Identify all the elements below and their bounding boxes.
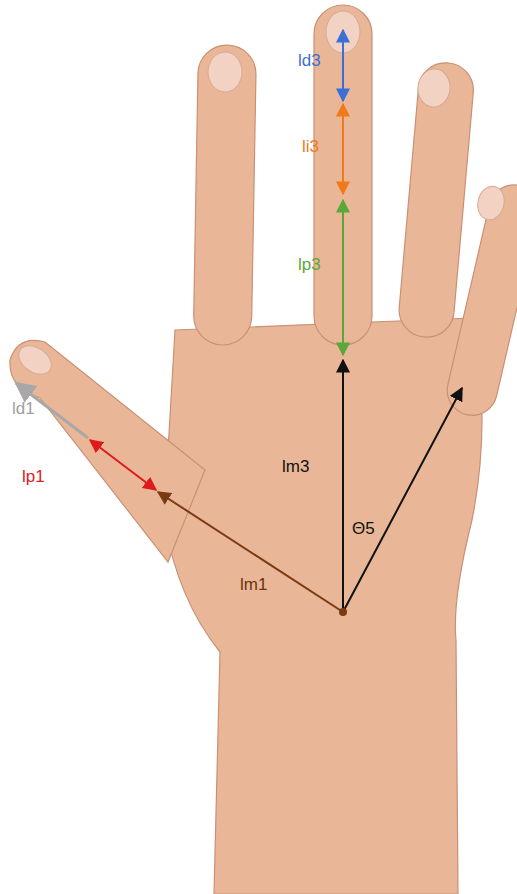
thumb-metacarpal-arrow — [158, 492, 343, 612]
dimension-label: ld3 — [298, 52, 321, 69]
dimension-label: lm3 — [282, 458, 309, 475]
index-finger — [193, 45, 256, 346]
fingernail — [13, 340, 56, 380]
dimension-label: lp3 — [298, 256, 321, 273]
origin-dot — [339, 608, 347, 616]
wrist-palm — [164, 318, 482, 894]
metacarpal-length-arrow — [342, 360, 344, 612]
fingernail — [208, 52, 242, 92]
dimension-label: Θ5 — [352, 520, 375, 537]
dimension-label: ld1 — [12, 400, 35, 417]
dimension-label: lm1 — [240, 576, 267, 593]
thumb-proximal-arrow — [90, 440, 156, 490]
distal-length-arrow — [342, 30, 344, 101]
intermediate-length-arrow — [342, 104, 344, 194]
dimension-label: lp1 — [22, 468, 45, 485]
thumb — [10, 340, 205, 562]
ring-finger — [397, 61, 476, 340]
proximal-length-arrow — [342, 200, 344, 355]
dimension-label: li3 — [302, 138, 319, 155]
fingernail — [475, 184, 508, 223]
little-finger — [442, 180, 517, 420]
fingernail — [416, 68, 451, 109]
angle-arrow — [343, 388, 462, 612]
